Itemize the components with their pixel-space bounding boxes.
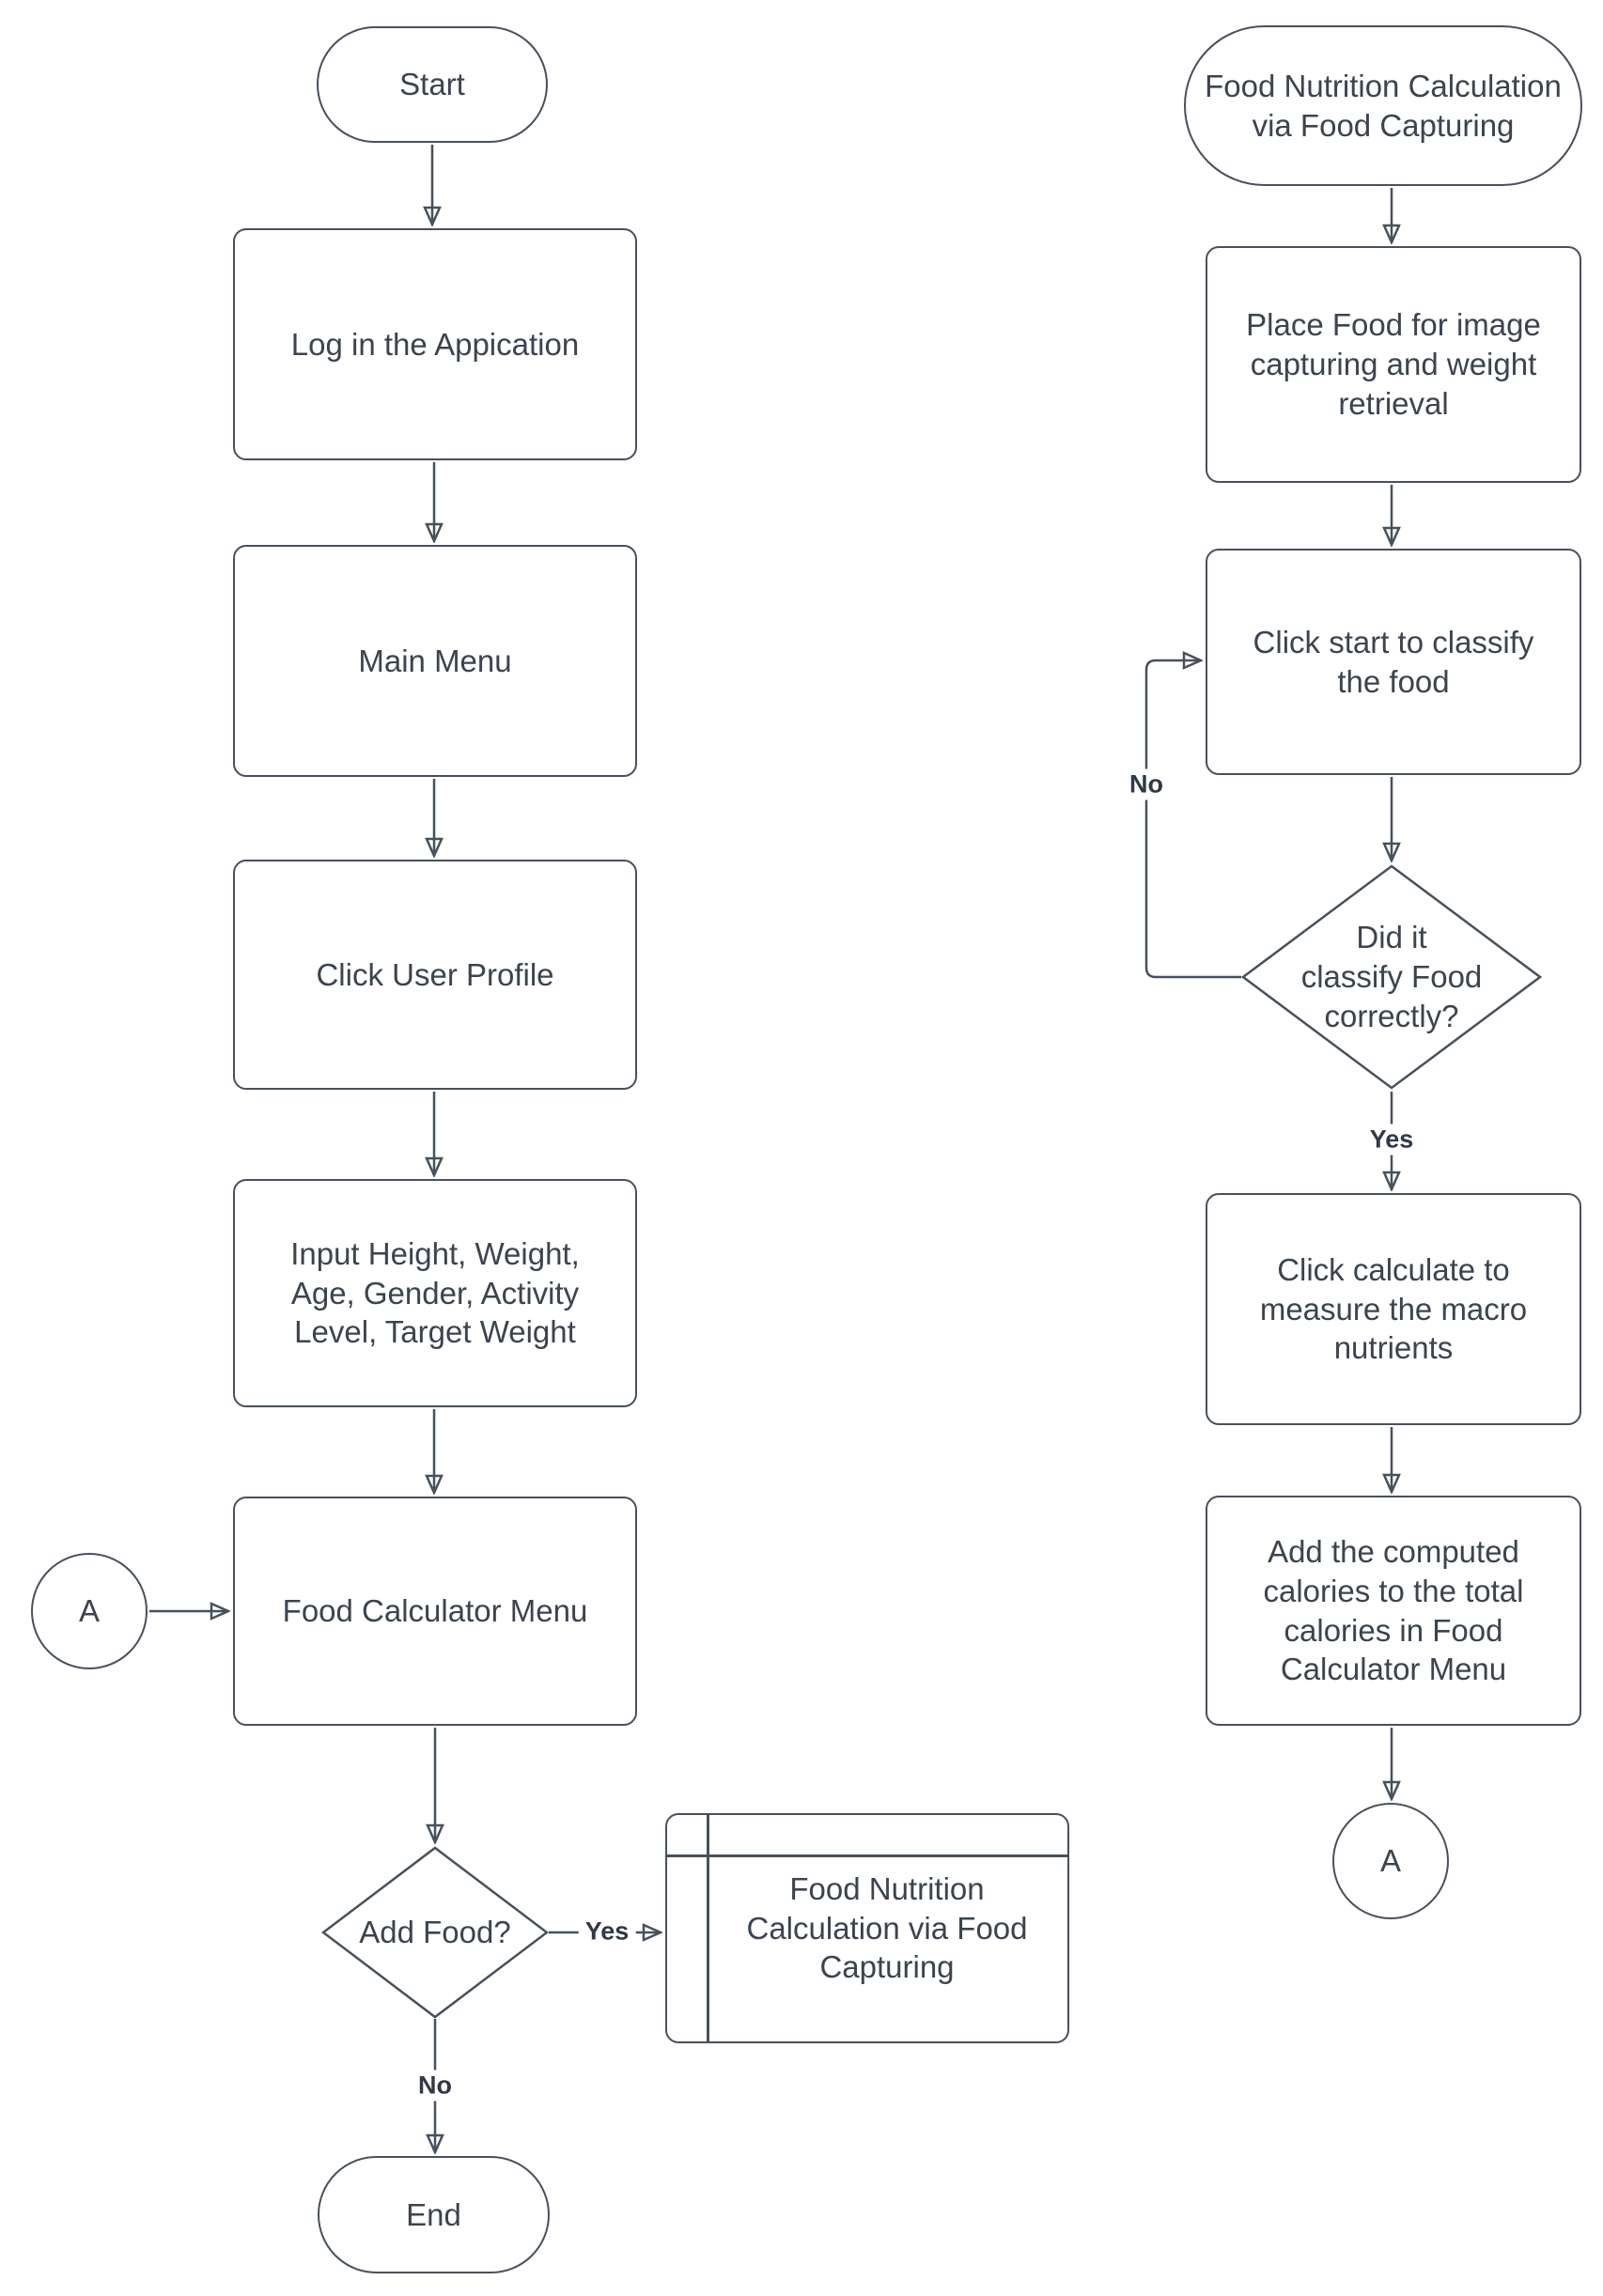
- diamond-shape: [321, 1846, 549, 2019]
- decision-classify-correctly: Did it classify Food correctly?: [1241, 864, 1542, 1090]
- node-label: Food Calculator Menu: [282, 1593, 588, 1629]
- node-label: Click calculate to measure the macro nut…: [1259, 1251, 1528, 1366]
- node-label: Food Nutrition Calculation via Food Capt…: [1205, 68, 1562, 143]
- node-label: Place Food for image capturing and weigh…: [1246, 307, 1541, 421]
- node-label: Start: [399, 67, 465, 102]
- process-click-user-profile: Click User Profile: [233, 860, 637, 1090]
- edge-label-no-left: No: [412, 2070, 459, 2102]
- edge-label-no-right: No: [1123, 768, 1170, 800]
- process-login: Log in the Appication: [233, 228, 637, 460]
- edge-classify-no-loop-to-click-start: [1144, 660, 1241, 979]
- edge-label-yes-left: Yes: [578, 1916, 636, 1947]
- subprocess-top-band: [667, 1854, 1067, 1857]
- node-label: Food Nutrition Calculation via Food Capt…: [746, 1870, 1028, 1985]
- node-label: A: [1379, 1843, 1401, 1879]
- decision-add-food: Add Food?: [321, 1846, 549, 2019]
- process-click-calculate: Click calculate to measure the macro nut…: [1206, 1193, 1581, 1425]
- diamond-shape: [1241, 864, 1542, 1090]
- process-main-menu: Main Menu: [233, 545, 637, 777]
- predefined-process-food-nutrition-capturing: Food Nutrition Calculation via Food Capt…: [665, 1813, 1069, 2043]
- node-label: Main Menu: [358, 643, 512, 678]
- terminator-end: End: [318, 2156, 550, 2273]
- node-label: End: [406, 2196, 461, 2232]
- subprocess-left-band: [707, 1815, 709, 2041]
- process-click-start-classify: Click start to classify the food: [1206, 549, 1581, 775]
- process-input-user-details: Input Height, Weight, Age, Gender, Activ…: [233, 1179, 637, 1407]
- terminator-start: Start: [317, 26, 548, 143]
- node-label: A: [78, 1593, 100, 1629]
- node-label: Log in the Appication: [290, 326, 580, 362]
- edge-label-yes-right: Yes: [1362, 1124, 1421, 1156]
- process-add-computed-calories: Add the computed calories to the total c…: [1206, 1496, 1581, 1726]
- node-label: Click User Profile: [316, 956, 554, 992]
- process-place-food: Place Food for image capturing and weigh…: [1206, 246, 1581, 483]
- terminator-food-nutrition-title: Food Nutrition Calculation via Food Capt…: [1184, 25, 1582, 186]
- node-label: Click start to classify the food: [1253, 624, 1534, 699]
- connector-a-right: A: [1332, 1803, 1449, 1919]
- process-food-calculator-menu: Food Calculator Menu: [233, 1497, 637, 1726]
- node-label: Input Height, Weight, Age, Gender, Activ…: [290, 1235, 580, 1350]
- node-label: Add the computed calories to the total c…: [1263, 1533, 1524, 1687]
- connector-a-left: A: [31, 1553, 148, 1669]
